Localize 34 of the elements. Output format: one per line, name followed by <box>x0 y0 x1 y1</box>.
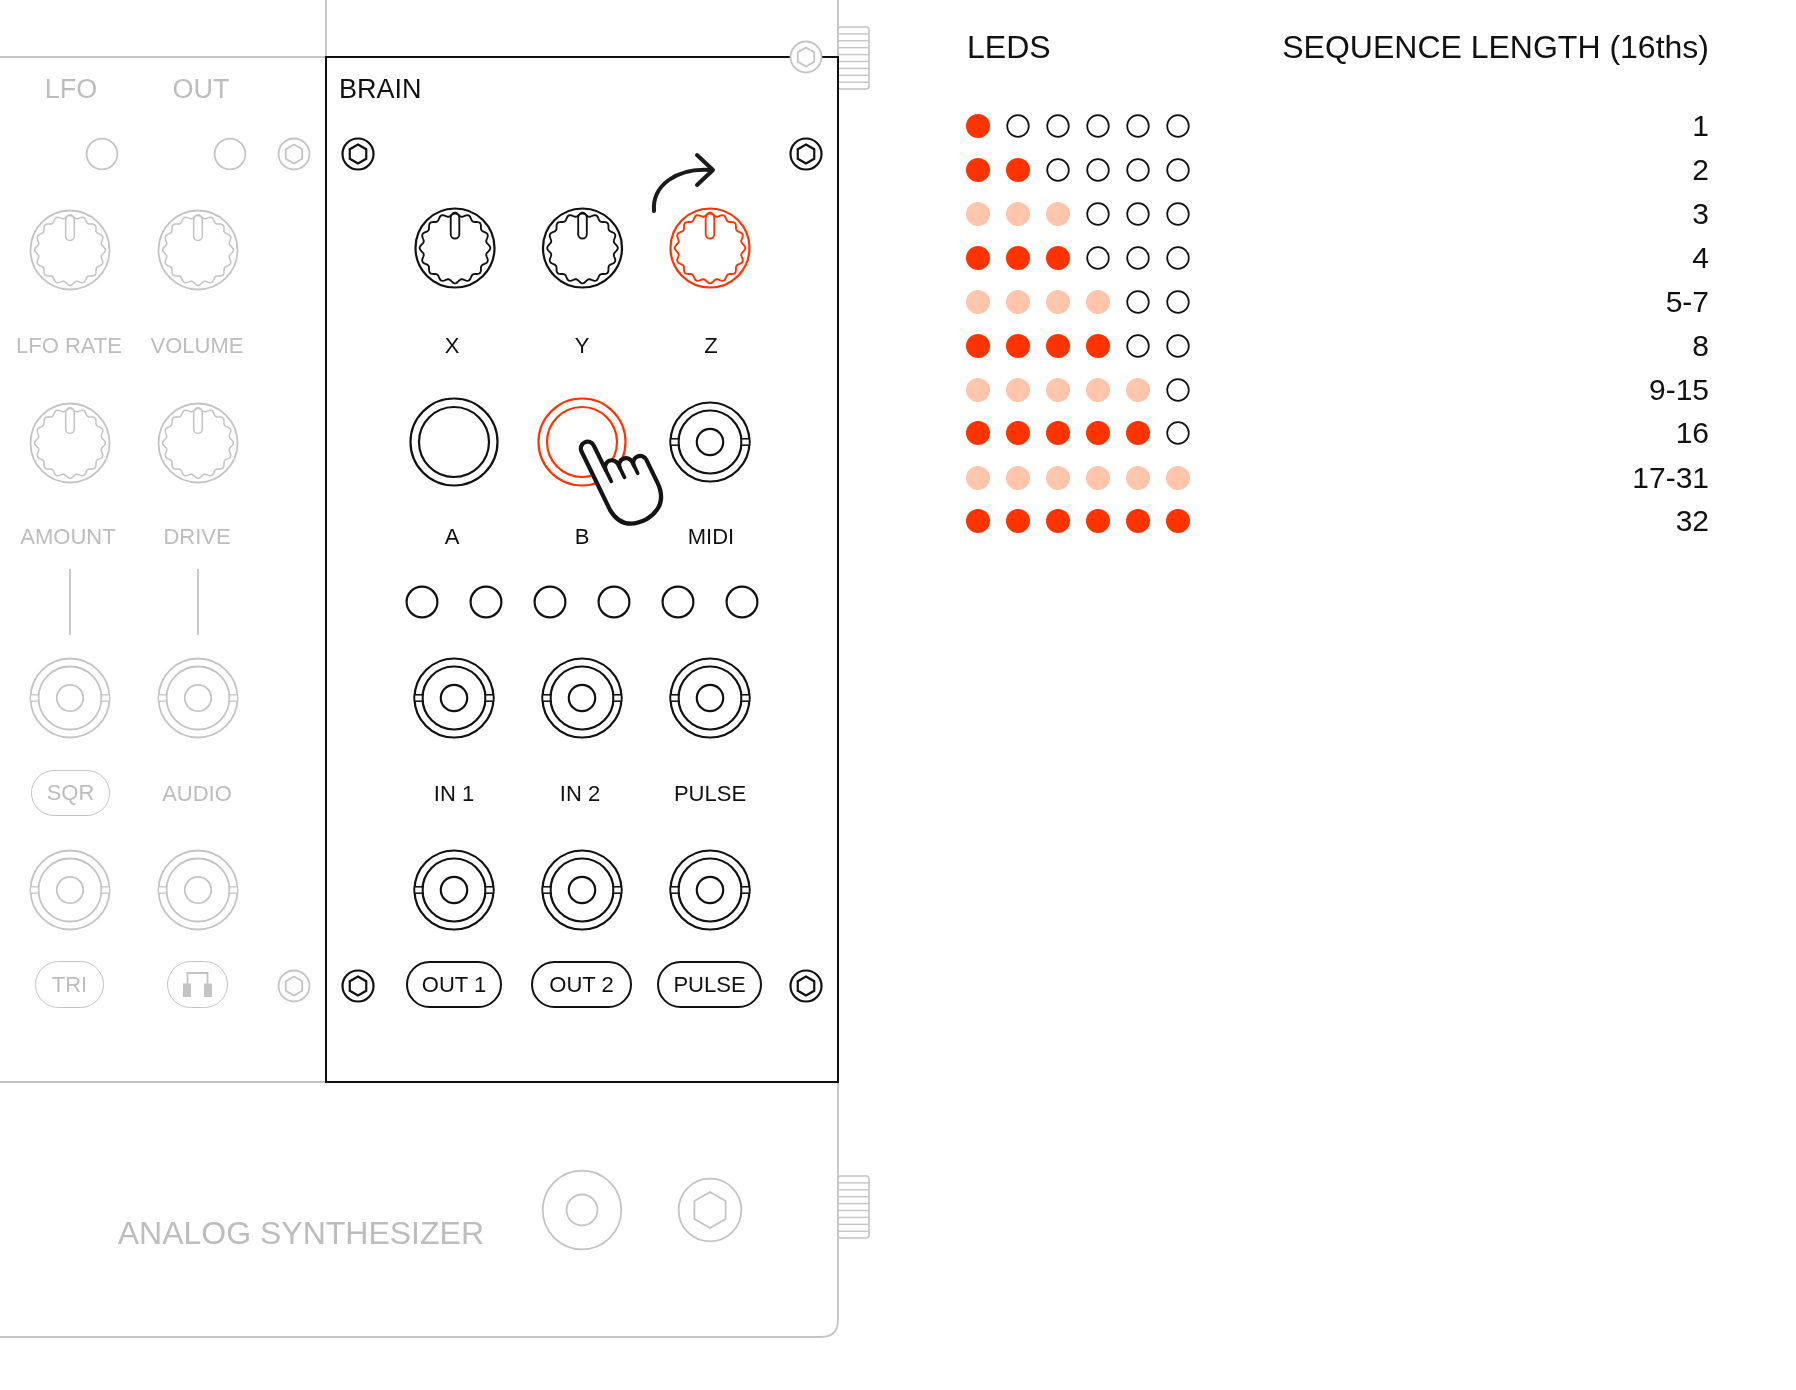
control-label: Z <box>704 335 718 357</box>
section-label: LFO <box>44 75 98 103</box>
sequence-length-value: 17-31 <box>1632 463 1709 493</box>
section-label: OUT <box>172 75 230 103</box>
sequence-length-value: 8 <box>1692 331 1709 361</box>
sequence-length-value: 9-15 <box>1648 375 1709 405</box>
sequence-length-value: 16 <box>1675 418 1709 448</box>
control-label: PULSE <box>673 783 747 805</box>
product-caption: ANALOG SYNTHESIZER <box>117 1217 484 1249</box>
pill-label: OUT 1 <box>406 961 502 1008</box>
pill-label: PULSE <box>657 961 762 1008</box>
control-label: MIDI <box>687 526 735 548</box>
control-label: AMOUNT <box>20 526 116 548</box>
pill-label: OUT 2 <box>531 961 632 1008</box>
control-label: B <box>574 526 590 548</box>
sequence-length-value: 4 <box>1692 243 1709 273</box>
sequence-length-value: 5-7 <box>1665 287 1709 317</box>
control-label: A <box>444 526 460 548</box>
control-label: DRIVE <box>163 526 231 548</box>
column-header: LEDS <box>967 31 1051 63</box>
sequence-length-value: 32 <box>1675 506 1709 536</box>
control-label: VOLUME <box>150 335 244 357</box>
sequence-length-value: 3 <box>1692 199 1709 229</box>
control-label: AUDIO <box>162 783 232 805</box>
control-label: X <box>444 335 460 357</box>
sequence-length-value: 1 <box>1692 111 1709 141</box>
control-label: IN 1 <box>433 783 475 805</box>
control-label: IN 2 <box>559 783 601 805</box>
module-title: BRAIN <box>339 75 422 103</box>
module-panel <box>325 56 839 1083</box>
control-label: LFO RATE <box>16 335 122 357</box>
column-header: SEQUENCE LENGTH (16ths) <box>1282 31 1709 63</box>
sequence-length-value: 2 <box>1692 155 1709 185</box>
control-label: Y <box>574 335 590 357</box>
